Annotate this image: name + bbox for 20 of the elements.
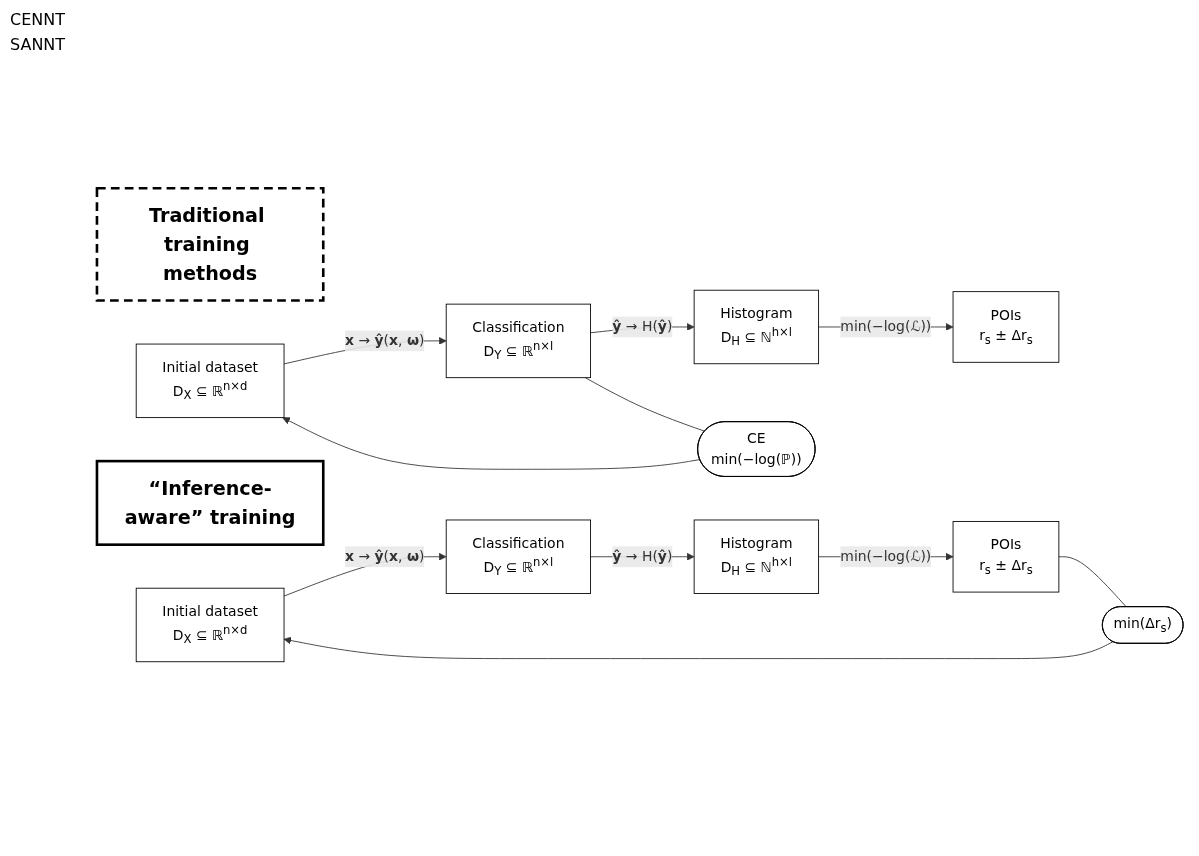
node-box: Classification D$_{Y}$ ⊆ ℝ$^{n×l}$ — [445, 303, 591, 379]
edge-label: x → ŷ(x, ω) — [345, 548, 425, 565]
edge-label: min(−log(ℒ)) — [840, 548, 932, 565]
node-box: Initial dataset D$_{X}$ ⊆ ℝ$^{n×d}$ — [135, 587, 285, 663]
node-box: POIs r$_{s}$ ± Δr$_{s}$ — [952, 291, 1060, 363]
edge-label: x → ŷ(x, ω) — [345, 332, 425, 349]
node-box: Initial dataset D$_{X}$ ⊆ ℝ$^{n×d}$ — [135, 343, 285, 419]
row-label: CENNT — [10, 10, 66, 29]
edge-label: ŷ → H(ŷ) — [612, 548, 673, 565]
row-label: SANNT — [10, 35, 66, 54]
node-box: Classification D$_{Y}$ ⊆ ℝ$^{n×l}$ — [445, 519, 591, 594]
node-box: Histogram D$_{H}$ ⊆ ℕ$^{h×l}$ — [693, 289, 820, 365]
node-box: POIs r$_{s}$ ± Δr$_{s}$ — [952, 521, 1060, 593]
edge-label: ŷ → H(ŷ) — [612, 318, 673, 335]
node-box: Traditional training methods — [95, 186, 325, 302]
connector — [584, 377, 706, 432]
connector — [1058, 556, 1127, 608]
edge-label: min(−log(ℒ)) — [840, 318, 932, 335]
node-box: Histogram D$_{H}$ ⊆ ℕ$^{h×l}$ — [693, 519, 820, 594]
node-box: “Inference-aware” training — [95, 459, 325, 546]
